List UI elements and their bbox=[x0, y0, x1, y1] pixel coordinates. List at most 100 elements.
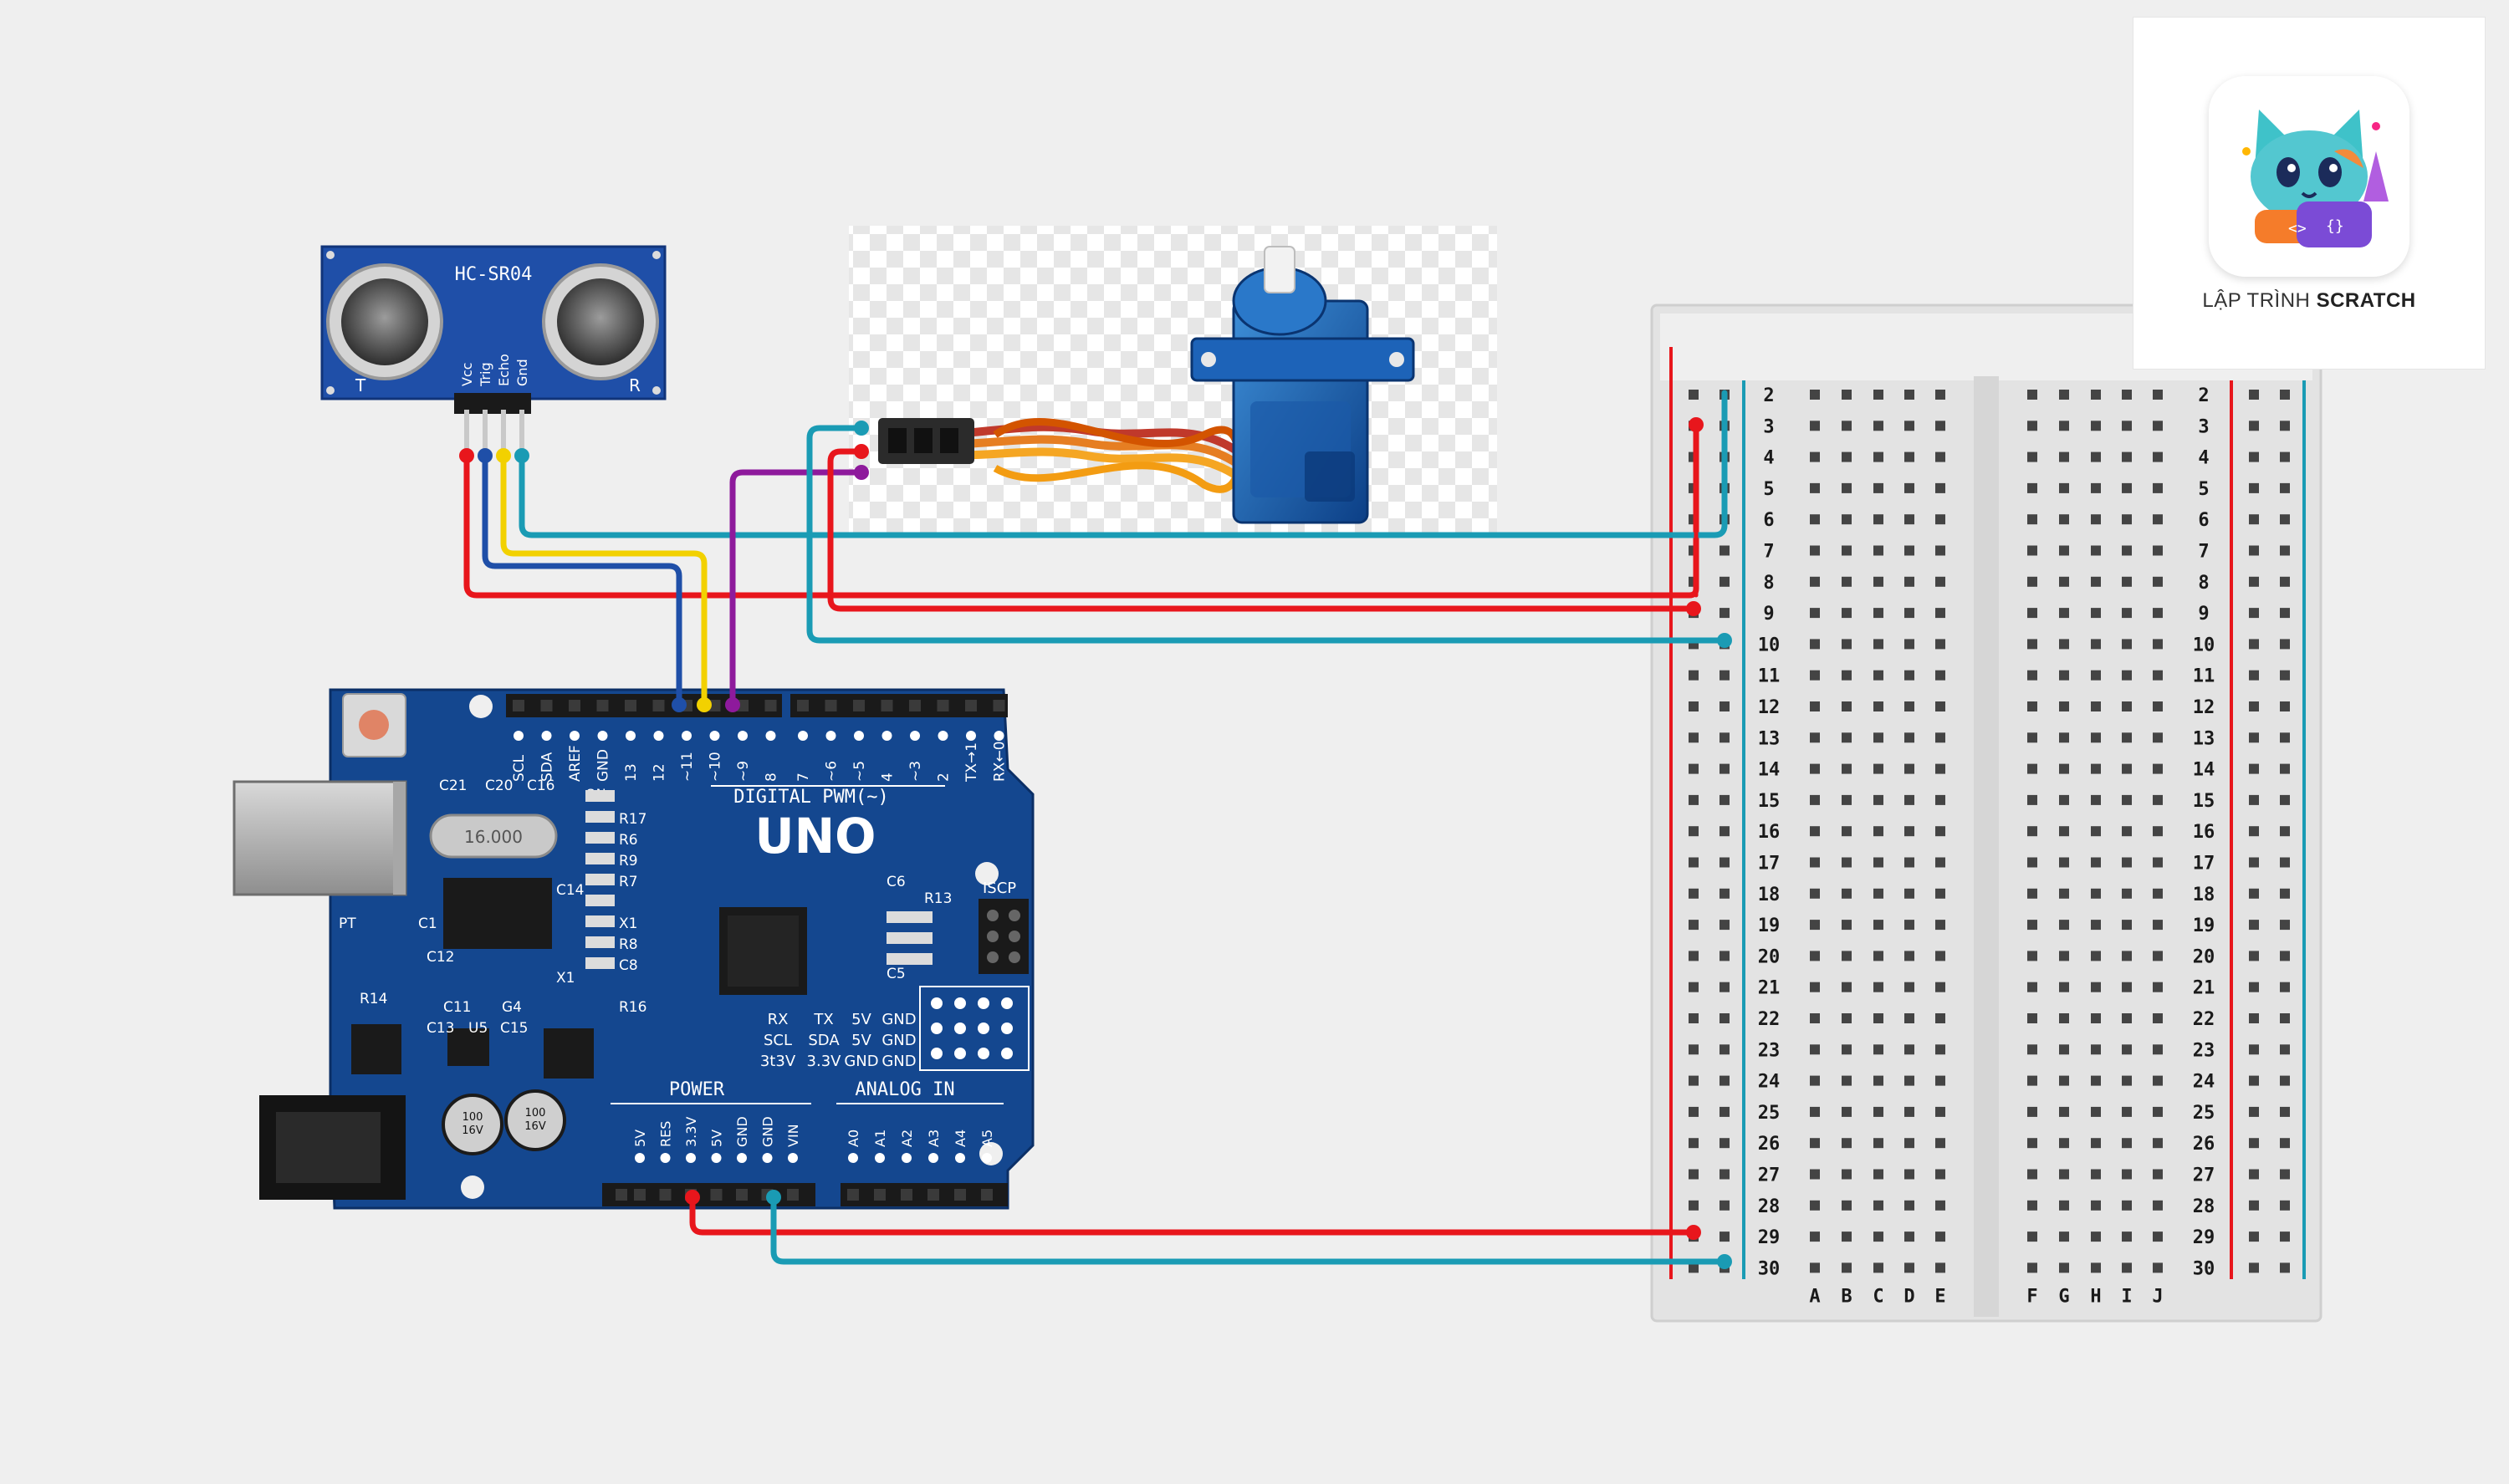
breadboard-hole[interactable] bbox=[1873, 920, 1883, 931]
header-hole[interactable] bbox=[569, 700, 580, 711]
breadboard-hole[interactable] bbox=[1904, 670, 1914, 681]
breadboard-hole[interactable] bbox=[1873, 545, 1883, 556]
header-hole[interactable] bbox=[625, 700, 636, 711]
breadboard-hole[interactable] bbox=[2280, 920, 2290, 931]
breadboard-hole[interactable] bbox=[1810, 421, 1820, 431]
breadboard-hole[interactable] bbox=[1904, 1138, 1914, 1149]
breadboard-hole[interactable] bbox=[2027, 1106, 2037, 1117]
breadboard-hole[interactable] bbox=[1904, 1013, 1914, 1023]
breadboard-hole[interactable] bbox=[2122, 888, 2132, 899]
breadboard-hole[interactable] bbox=[1935, 951, 1945, 961]
breadboard-hole[interactable] bbox=[1873, 390, 1883, 400]
breadboard-hole[interactable] bbox=[2091, 1262, 2101, 1273]
breadboard-hole[interactable] bbox=[1689, 951, 1699, 961]
breadboard-hole[interactable] bbox=[1842, 482, 1852, 493]
breadboard-hole[interactable] bbox=[1842, 1138, 1852, 1149]
breadboard-hole[interactable] bbox=[1873, 1262, 1883, 1273]
breadboard-hole[interactable] bbox=[1810, 1138, 1820, 1149]
breadboard-hole[interactable] bbox=[2091, 545, 2101, 556]
breadboard-hole[interactable] bbox=[1842, 826, 1852, 837]
breadboard-hole[interactable] bbox=[2249, 608, 2259, 619]
breadboard-hole[interactable] bbox=[2122, 545, 2132, 556]
breadboard-hole[interactable] bbox=[1904, 514, 1914, 525]
reset-button-cap[interactable] bbox=[359, 710, 389, 740]
breadboard-hole[interactable] bbox=[1935, 608, 1945, 619]
breadboard-hole[interactable] bbox=[1904, 1262, 1914, 1273]
breadboard-hole[interactable] bbox=[2153, 482, 2163, 493]
header-hole[interactable] bbox=[847, 1189, 859, 1201]
breadboard-hole[interactable] bbox=[2280, 639, 2290, 650]
breadboard-hole[interactable] bbox=[1935, 1262, 1945, 1273]
header-hole[interactable] bbox=[764, 700, 777, 711]
breadboard-hole[interactable] bbox=[1689, 670, 1699, 681]
breadboard-hole[interactable] bbox=[1904, 982, 1914, 992]
breadboard-hole[interactable] bbox=[2153, 1200, 2163, 1211]
breadboard-hole[interactable] bbox=[1904, 451, 1914, 462]
breadboard-hole[interactable] bbox=[2153, 1013, 2163, 1023]
breadboard-hole[interactable] bbox=[2027, 951, 2037, 961]
sensor-pin[interactable] bbox=[501, 410, 506, 451]
breadboard-hole[interactable] bbox=[2091, 576, 2101, 587]
breadboard-hole[interactable] bbox=[2280, 794, 2290, 805]
breadboard-hole[interactable] bbox=[2280, 1232, 2290, 1242]
breadboard-hole[interactable] bbox=[1810, 982, 1820, 992]
breadboard-hole[interactable] bbox=[2027, 763, 2037, 774]
breadboard-hole[interactable] bbox=[2027, 482, 2037, 493]
breadboard-hole[interactable] bbox=[2059, 576, 2069, 587]
breadboard-hole[interactable] bbox=[1810, 857, 1820, 868]
breadboard-hole[interactable] bbox=[2153, 545, 2163, 556]
breadboard-hole[interactable] bbox=[1689, 857, 1699, 868]
breadboard-hole[interactable] bbox=[2249, 1262, 2259, 1273]
breadboard-hole[interactable] bbox=[2249, 794, 2259, 805]
breadboard-hole[interactable] bbox=[2027, 1013, 2037, 1023]
breadboard-hole[interactable] bbox=[1720, 1013, 1730, 1023]
header-hole[interactable] bbox=[513, 700, 524, 711]
breadboard-hole[interactable] bbox=[2059, 514, 2069, 525]
breadboard-hole[interactable] bbox=[1689, 1200, 1699, 1211]
breadboard-hole[interactable] bbox=[1904, 421, 1914, 431]
breadboard-hole[interactable] bbox=[2280, 763, 2290, 774]
breadboard-hole[interactable] bbox=[1873, 794, 1883, 805]
breadboard-hole[interactable] bbox=[1873, 763, 1883, 774]
breadboard-hole[interactable] bbox=[2027, 576, 2037, 587]
breadboard-hole[interactable] bbox=[1810, 639, 1820, 650]
breadboard-hole[interactable] bbox=[2153, 390, 2163, 400]
header-hole[interactable] bbox=[540, 700, 553, 711]
breadboard-hole[interactable] bbox=[1689, 826, 1699, 837]
breadboard-hole[interactable] bbox=[2122, 1013, 2132, 1023]
breadboard-hole[interactable] bbox=[1873, 1138, 1883, 1149]
breadboard-hole[interactable] bbox=[2153, 951, 2163, 961]
breadboard-hole[interactable] bbox=[2249, 920, 2259, 931]
breadboard-hole[interactable] bbox=[2280, 421, 2290, 431]
breadboard-hole[interactable] bbox=[1810, 1200, 1820, 1211]
breadboard-hole[interactable] bbox=[2091, 920, 2101, 931]
header-hole[interactable] bbox=[736, 1189, 748, 1201]
breadboard-hole[interactable] bbox=[1842, 1044, 1852, 1055]
breadboard-hole[interactable] bbox=[1935, 888, 1945, 899]
breadboard-hole[interactable] bbox=[1904, 1200, 1914, 1211]
breadboard-hole[interactable] bbox=[1904, 1232, 1914, 1242]
breadboard-hole[interactable] bbox=[1689, 920, 1699, 931]
breadboard-hole[interactable] bbox=[2122, 982, 2132, 992]
breadboard-hole[interactable] bbox=[2091, 1044, 2101, 1055]
breadboard-hole[interactable] bbox=[1935, 1106, 1945, 1117]
breadboard-hole[interactable] bbox=[2027, 670, 2037, 681]
breadboard-hole[interactable] bbox=[2122, 1075, 2132, 1086]
breadboard-hole[interactable] bbox=[1904, 545, 1914, 556]
breadboard-hole[interactable] bbox=[2091, 1232, 2101, 1242]
breadboard-hole[interactable] bbox=[1873, 951, 1883, 961]
breadboard-hole[interactable] bbox=[2091, 951, 2101, 961]
breadboard-hole[interactable] bbox=[2091, 608, 2101, 619]
breadboard-hole[interactable] bbox=[2280, 451, 2290, 462]
header-hole[interactable] bbox=[797, 700, 809, 711]
breadboard-hole[interactable] bbox=[1873, 1075, 1883, 1086]
breadboard-hole[interactable] bbox=[1935, 390, 1945, 400]
breadboard-hole[interactable] bbox=[1935, 1013, 1945, 1023]
breadboard-hole[interactable] bbox=[2059, 1200, 2069, 1211]
breadboard-hole[interactable] bbox=[2249, 701, 2259, 711]
breadboard-hole[interactable] bbox=[1842, 701, 1852, 711]
breadboard-hole[interactable] bbox=[2091, 1013, 2101, 1023]
breadboard-hole[interactable] bbox=[2249, 826, 2259, 837]
breadboard-hole[interactable] bbox=[1842, 763, 1852, 774]
breadboard-hole[interactable] bbox=[1873, 576, 1883, 587]
